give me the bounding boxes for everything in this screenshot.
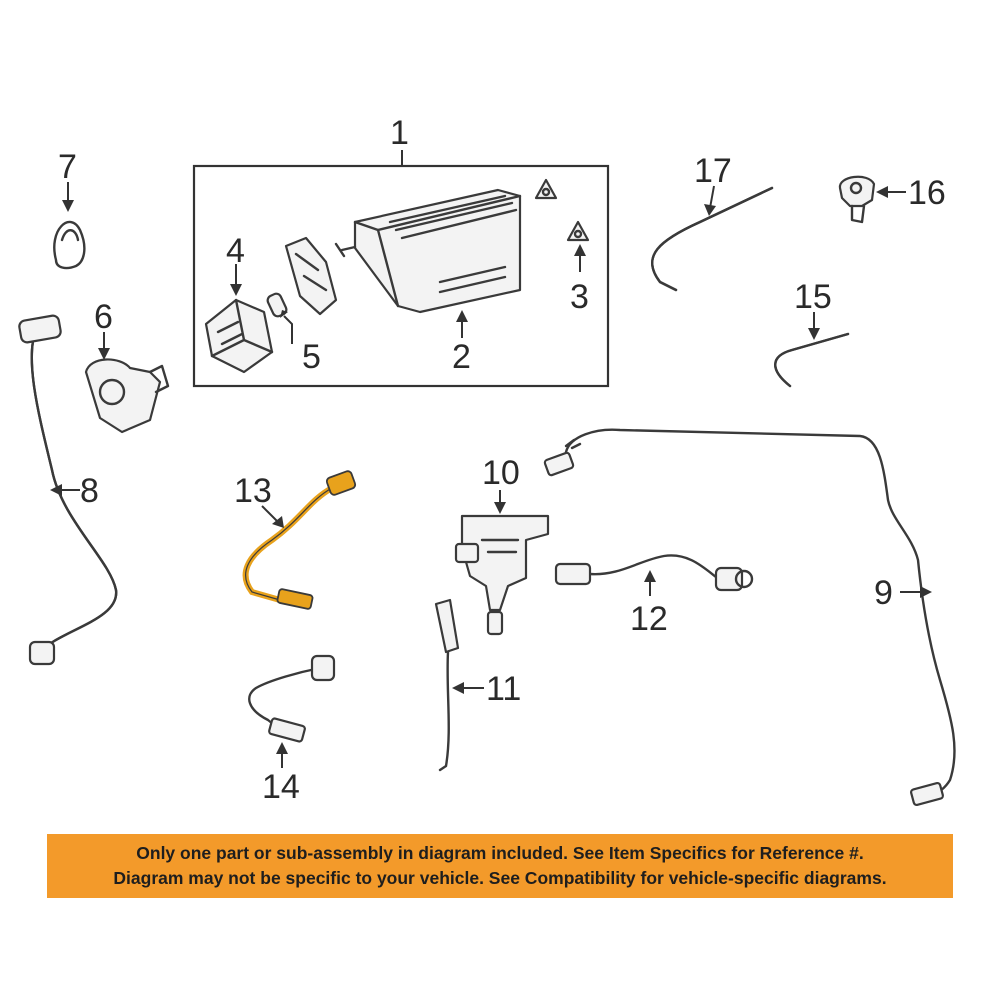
arrow-17 <box>704 204 716 216</box>
callout-13: 13 <box>234 472 272 510</box>
arrow-10 <box>494 502 506 514</box>
callout-3: 3 <box>570 278 589 316</box>
arrow-7 <box>62 200 74 212</box>
clamp-part <box>53 220 86 270</box>
arrow-12 <box>644 570 656 582</box>
hose-part-15 <box>774 332 850 388</box>
callout-7: 7 <box>58 148 77 186</box>
strip-part-11 <box>434 598 460 772</box>
arrow-3 <box>574 244 586 256</box>
callout-11: 11 <box>486 670 521 708</box>
notice-line-1: Only one part or sub-assembly in diagram… <box>136 843 864 863</box>
arrow-9 <box>920 586 932 598</box>
push-pin-part <box>838 175 876 224</box>
callout-12: 12 <box>630 600 668 638</box>
callout-2: 2 <box>452 338 471 376</box>
oxygen-sensor-part-14 <box>248 654 336 743</box>
bracket-part <box>204 298 274 374</box>
vent-valve-part <box>454 514 550 636</box>
arrow-6 <box>98 348 110 360</box>
callout-14: 14 <box>262 768 300 806</box>
callout-6: 6 <box>94 298 113 336</box>
mount-bracket-part <box>284 236 338 316</box>
callout-10: 10 <box>482 454 520 492</box>
arrow-13 <box>272 516 284 528</box>
hose-part-17 <box>650 186 774 292</box>
callout-1: 1 <box>390 114 409 152</box>
callout-16: 16 <box>908 174 946 212</box>
notice-banner: Only one part or sub-assembly in diagram… <box>47 834 953 898</box>
oxygen-sensor-part-13 <box>242 470 357 610</box>
canister-part <box>334 188 522 314</box>
arrow-2 <box>456 310 468 322</box>
callout-17: 17 <box>694 152 732 190</box>
leader-13 <box>261 505 279 523</box>
grommet-part <box>534 178 590 242</box>
callout-5: 5 <box>302 338 321 376</box>
arrow-8 <box>50 484 62 496</box>
leader-17 <box>709 185 715 209</box>
line-part-9 <box>543 428 956 807</box>
callout-8: 8 <box>80 472 99 510</box>
arrow-14 <box>276 742 288 754</box>
arrow-5 <box>280 310 288 318</box>
notice-line-2: Diagram may not be specific to your vehi… <box>113 868 887 888</box>
purge-valve-part <box>84 358 170 434</box>
arrow-16 <box>876 186 888 198</box>
callout-9: 9 <box>874 574 893 612</box>
leader-5 <box>283 315 293 344</box>
callout-4: 4 <box>226 232 245 270</box>
callout-15: 15 <box>794 278 832 316</box>
arrow-4 <box>230 284 242 296</box>
hose-part-8 <box>18 314 118 666</box>
arrow-15 <box>808 328 820 340</box>
hose-part-12 <box>554 554 754 592</box>
arrow-11 <box>452 682 464 694</box>
